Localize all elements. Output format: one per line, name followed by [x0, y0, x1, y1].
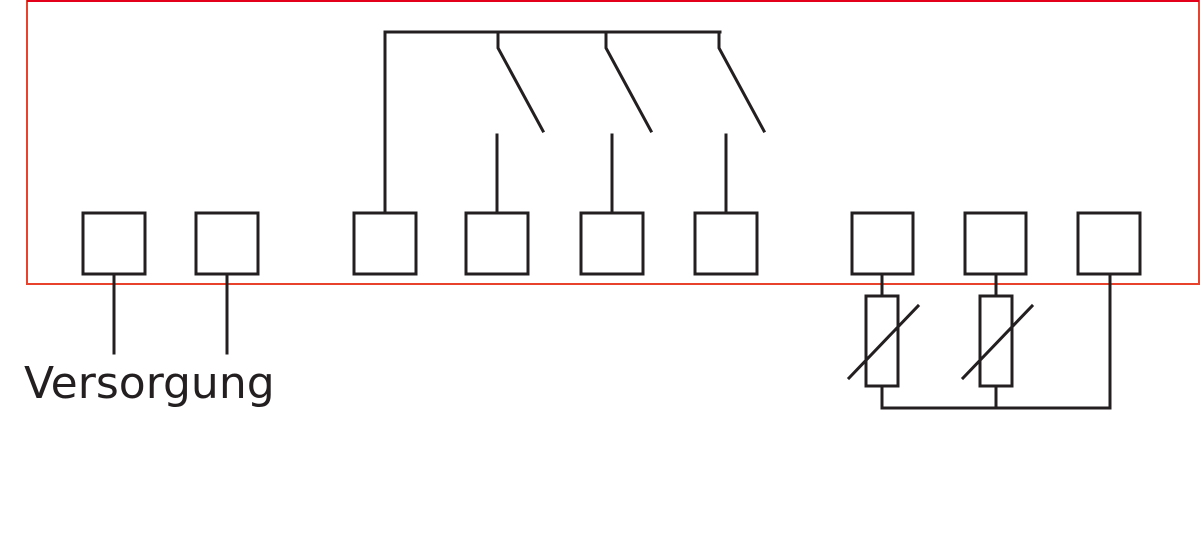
- terminal-supply-1: [81, 211, 147, 276]
- terminal-relay-3: [693, 211, 759, 276]
- sensor-1-variable-arrow: [846, 303, 921, 381]
- relay-contact-1-switch: [496, 30, 546, 134]
- relay-contact-3-switch: [717, 30, 767, 134]
- terminal-relay-common: [352, 211, 418, 276]
- supply-label: Versorgung: [24, 358, 275, 409]
- sensor-2-variable-arrow: [960, 303, 1035, 381]
- sensor-common-return: [880, 272, 1112, 410]
- terminal-relay-2: [579, 211, 645, 276]
- terminal-relay-1: [464, 211, 530, 276]
- sensor-2-body: [978, 294, 1014, 388]
- terminal-sensor-1: [850, 211, 915, 276]
- relay-common-bus: [383, 30, 722, 215]
- terminal-sensor-common: [1076, 211, 1142, 276]
- sensor-1-body: [864, 294, 900, 388]
- terminal-sensor-2: [963, 211, 1028, 276]
- terminal-supply-2: [194, 211, 260, 276]
- relay-contact-2-switch: [604, 30, 654, 134]
